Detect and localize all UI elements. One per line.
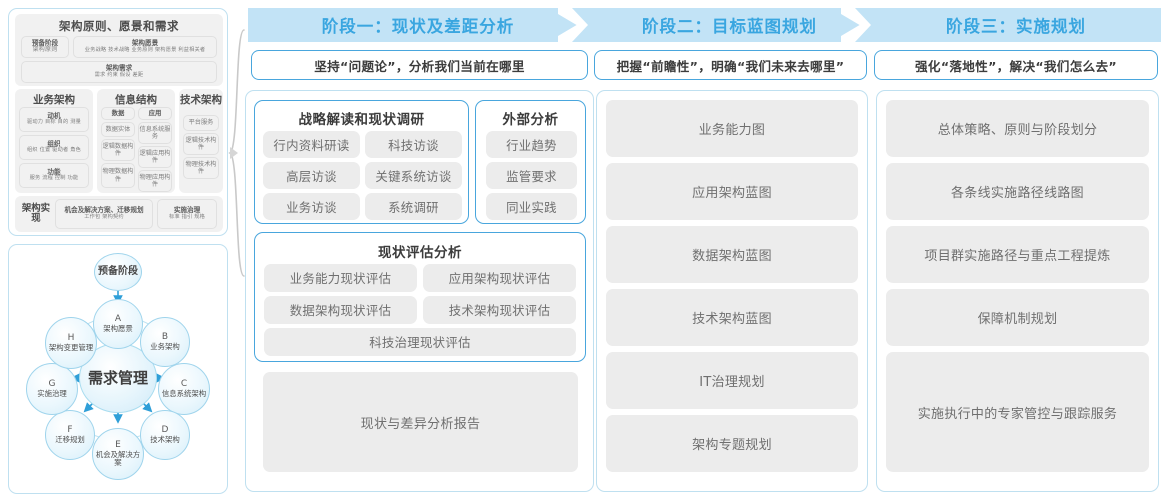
tile-application-architecture-blueprint[interactable]: 应用架构蓝图 xyxy=(606,163,858,220)
adm-node-c-information-system-architecture[interactable]: C 信息系统架构 xyxy=(158,363,210,415)
cell-function: 功能 服务 流程 控制 功能 xyxy=(19,163,89,188)
tile-executive-interview[interactable]: 高层访谈 xyxy=(263,162,360,189)
tile-technology-architecture-blueprint[interactable]: 技术架构蓝图 xyxy=(606,289,858,346)
cell-motivation: 动机 驱动力 目标 目的 测量 xyxy=(19,107,89,132)
adm-node-a-architecture-vision[interactable]: A 架构愿景 xyxy=(93,299,143,349)
tile-it-governance-planning[interactable]: IT治理规划 xyxy=(606,352,858,409)
cell-opportunities-migration: 机会及解决方案、迁移规划 工作包 架构契约 xyxy=(55,199,153,229)
tile-data-architecture-blueprint[interactable]: 数据架构蓝图 xyxy=(606,226,858,283)
tile-internal-material-study[interactable]: 行内资料研读 xyxy=(263,131,360,158)
pillar-business-architecture: 业务架构 动机 驱动力 目标 目的 测量 组织 组织 位置 驱动者 角色 功能 … xyxy=(15,89,93,193)
tile-program-path-and-key-projects[interactable]: 项目群实施路径与重点工程提炼 xyxy=(886,226,1149,283)
adm-cycle-card: 预备阶段 需求管理 A 架构愿景 B 业务架构 C 信息系统架构 D 技术架构 xyxy=(8,244,228,494)
phase-banner-2: 阶段二：目标蓝图规划 xyxy=(588,8,871,42)
section-architecture-principles: 架构原则、愿景和需求 预备阶段 架构原则 架构愿景 业务战略 技术战略 业务原则… xyxy=(15,14,223,86)
cell-logical-application-component: 逻辑应用构件 xyxy=(138,146,172,168)
group-strategy-interpretation: 战略解读和现状调研 行内资料研读 科技访谈 高层访谈 关键系统访谈 业务访谈 系… xyxy=(254,100,469,224)
adm-node-preliminary[interactable]: 预备阶段 xyxy=(94,253,142,291)
phase-banner-3: 阶段三：实施规划 xyxy=(871,8,1161,42)
tile-architecture-topic-planning[interactable]: 架构专题规划 xyxy=(606,415,858,472)
tile-peer-practice[interactable]: 同业实践 xyxy=(486,193,577,220)
cell-preliminary-phase: 预备阶段 架构原则 xyxy=(21,36,69,58)
cell-data: 数据 xyxy=(101,107,135,120)
tile-industry-trend[interactable]: 行业趋势 xyxy=(486,131,577,158)
tile-assurance-mechanism-planning[interactable]: 保障机制规划 xyxy=(886,289,1149,346)
adm-node-f-migration-planning[interactable]: F 迁移规划 xyxy=(45,410,95,460)
adm-node-h-architecture-change-management[interactable]: H 架构变更管理 xyxy=(45,317,97,369)
tile-technology-interview[interactable]: 科技访谈 xyxy=(365,131,462,158)
tile-business-interview[interactable]: 业务访谈 xyxy=(263,193,360,220)
adm-node-b-business-architecture[interactable]: B 业务架构 xyxy=(140,317,190,367)
tile-gap-analysis-report[interactable]: 现状与差异分析报告 xyxy=(263,372,578,472)
group-strategy-title: 战略解读和现状调研 xyxy=(298,112,425,128)
phase-column-1: 战略解读和现状调研 行内资料研读 科技访谈 高层访谈 关键系统访谈 业务访谈 系… xyxy=(245,90,594,492)
section-principles-title: 架构原则、愿景和需求 xyxy=(59,19,179,33)
phase-subtitle-3: 强化“落地性”，解决“我们怎么去” xyxy=(874,50,1158,80)
tile-expert-control-and-tracking-service[interactable]: 实施执行中的专家管控与跟踪服务 xyxy=(886,352,1149,472)
pillar-information-title: 信息结构 xyxy=(115,94,157,106)
tile-key-system-interview[interactable]: 关键系统访谈 xyxy=(365,162,462,189)
group-current-state-assessment: 现状评估分析 业务能力现状评估 应用架构现状评估 数据架构现状评估 技术架构现状… xyxy=(254,232,586,362)
pillar-technology-architecture: 技术架构 平台服务 逻辑技术构件 物理技术构件 xyxy=(179,89,223,193)
phase-column-2: 业务能力图 应用架构蓝图 数据架构蓝图 技术架构蓝图 IT治理规划 架构专题规划 xyxy=(596,90,868,492)
tile-business-capability-assessment[interactable]: 业务能力现状评估 xyxy=(264,264,417,292)
cell-platform-service: 平台服务 xyxy=(183,115,219,131)
section-pillars: 业务架构 动机 驱动力 目标 目的 测量 组织 组织 位置 驱动者 角色 功能 … xyxy=(15,89,223,193)
tile-technology-governance-assessment[interactable]: 科技治理现状评估 xyxy=(264,328,576,356)
cell-application: 应用 xyxy=(138,107,172,120)
tile-line-implementation-roadmap[interactable]: 各条线实施路径线路图 xyxy=(886,163,1149,220)
group-external-title: 外部分析 xyxy=(502,112,559,128)
adm-node-d-technology-architecture[interactable]: D 技术架构 xyxy=(140,410,190,460)
tile-regulatory-requirement[interactable]: 监管要求 xyxy=(486,162,577,189)
tile-overall-strategy-principles-phasing[interactable]: 总体策略、原则与阶段划分 xyxy=(886,100,1149,157)
pillar-business-title: 业务架构 xyxy=(33,94,75,106)
tile-application-architecture-assessment[interactable]: 应用架构现状评估 xyxy=(423,264,576,292)
brace-connector xyxy=(228,29,245,277)
left-panel: 架构原则、愿景和需求 预备阶段 架构原则 架构愿景 业务战略 技术战略 业务原则… xyxy=(8,4,230,495)
cell-architecture-requirements: 架构需求 需求 约束 假设 差距 xyxy=(21,61,217,83)
section-architecture-realization: 架构实现 机会及解决方案、迁移规划 工作包 架构契约 实施治理 标准 指引 规格 xyxy=(15,196,223,232)
cell-logical-technology-component: 逻辑技术构件 xyxy=(183,133,219,155)
tile-business-capability-map[interactable]: 业务能力图 xyxy=(606,100,858,157)
pillar-technology-title: 技术架构 xyxy=(180,94,222,106)
phase-subtitle-2: 把握“前瞻性”，明确“我们未来去哪里” xyxy=(594,50,867,80)
cell-information-system-service: 信息系统服务 xyxy=(138,122,172,144)
cell-data-entity: 数据实体 xyxy=(101,122,135,137)
phase-column-3: 总体策略、原则与阶段划分 各条线实施路径线路图 项目群实施路径与重点工程提炼 保… xyxy=(876,90,1159,492)
cell-logical-data-component: 逻辑数据构件 xyxy=(101,139,135,161)
tile-system-research[interactable]: 系统调研 xyxy=(365,193,462,220)
adm-node-e-opportunities-solutions[interactable]: E 机会及解决方案 xyxy=(92,428,144,480)
adm-node-g-implementation-governance[interactable]: G 实施治理 xyxy=(26,363,78,415)
togaf-framework-card: 架构原则、愿景和需求 预备阶段 架构原则 架构愿景 业务战略 技术战略 业务原则… xyxy=(8,8,228,236)
cell-implementation-governance: 实施治理 标准 指引 规格 xyxy=(157,199,217,229)
cell-organization: 组织 组织 位置 驱动者 角色 xyxy=(19,135,89,160)
tile-data-architecture-assessment[interactable]: 数据架构现状评估 xyxy=(264,296,417,324)
pillar-information-structure: 信息结构 数据 数据实体 逻辑数据构件 物理数据构件 应用 xyxy=(97,89,175,193)
group-assessment-title: 现状评估分析 xyxy=(378,245,462,261)
phase-subtitle-1: 坚持“问题论”，分析我们当前在哪里 xyxy=(251,50,588,80)
group-external-analysis: 外部分析 行业趋势 监管要求 同业实践 xyxy=(475,100,586,224)
label-architecture-realization: 架构实现 xyxy=(21,202,51,224)
cell-architecture-vision: 架构愿景 业务战略 技术战略 业务原则 架构愿景 利益相关者 xyxy=(73,36,217,58)
tile-technology-architecture-assessment[interactable]: 技术架构现状评估 xyxy=(423,296,576,324)
cell-physical-data-component: 物理数据构件 xyxy=(101,163,135,188)
cell-physical-application-component: 物理应用构件 xyxy=(138,170,172,192)
phase-banner-1: 阶段一：现状及差距分析 xyxy=(248,8,588,42)
cell-physical-technology-component: 物理技术构件 xyxy=(183,157,219,179)
